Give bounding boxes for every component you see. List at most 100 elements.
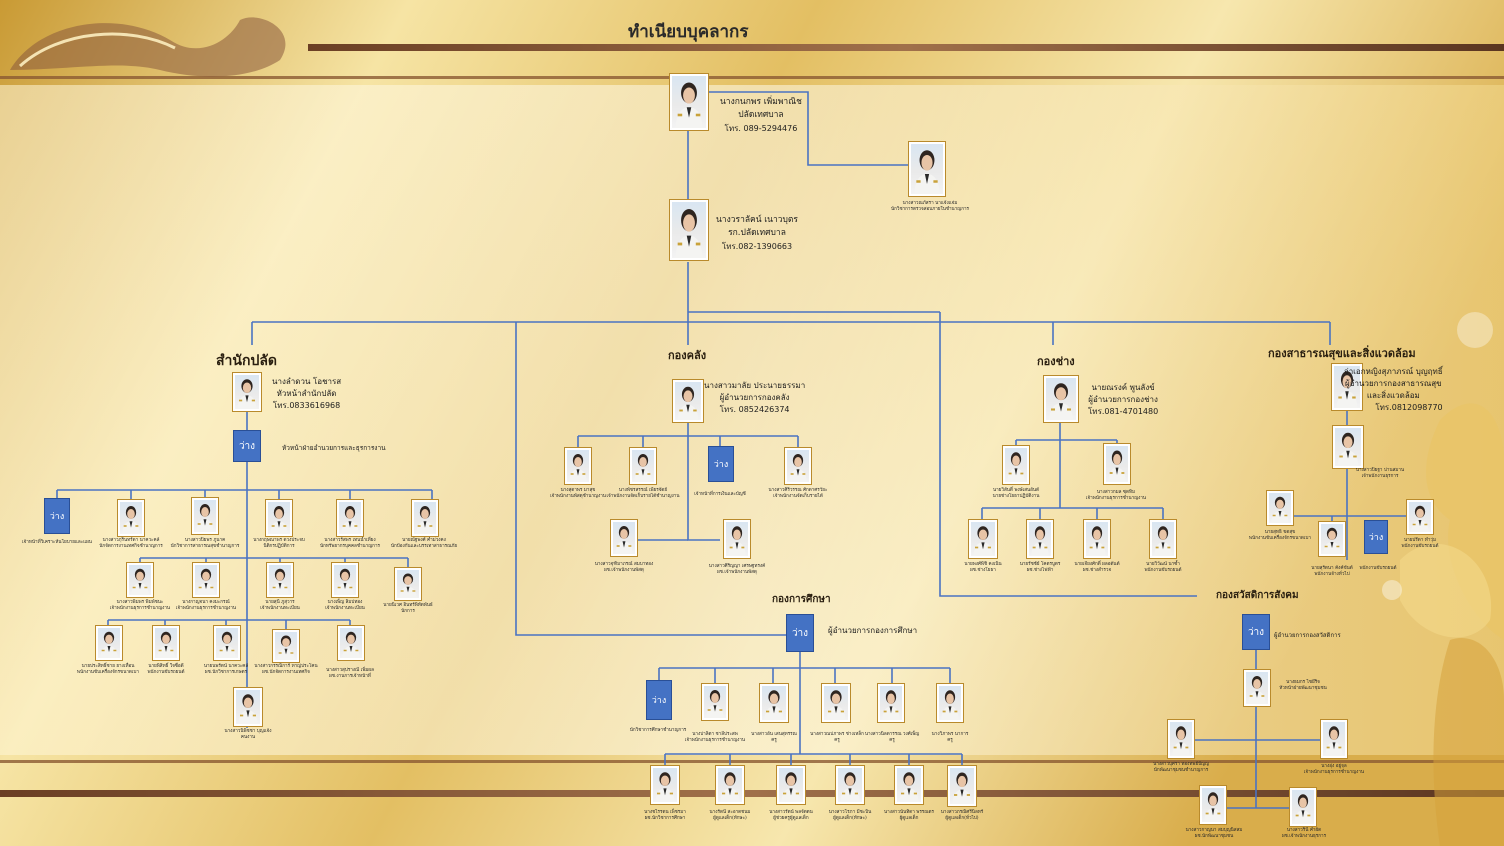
- education-row2-photo: [836, 766, 864, 804]
- office-row3-photo: [153, 626, 179, 660]
- education-title: กองการศึกษา: [772, 594, 831, 605]
- works-row1-caption: นายวิสันติ์ พงษ์เสนอันต์นายช่างโยธาปฏิบั…: [992, 488, 1040, 499]
- education-row2-photo: [895, 766, 923, 804]
- health-row2-caption: นายสุรัตนา คังค์ขันต์พนักงานจ้างทั่วไป: [1311, 566, 1353, 577]
- office-row3-photo: [96, 626, 122, 660]
- finance-row1-caption: นางสุดาพร มาสุขเจ้าพนักงานพัสดุชำนาญงาน: [550, 488, 606, 499]
- welfare-row2-caption: นางสาวรินี คำผัดผช.เจ้าพนักงานธุรการ: [1281, 828, 1327, 839]
- office-row1-caption: นางสาวปิยพร ภูนาคนักวิชาการสาธารณสุขชำนา…: [170, 538, 240, 549]
- health-sub-caption: นางสาวปิยฐา ปานสมานเจ้าพนักงานธุรการ: [1355, 468, 1405, 479]
- education-row2-photo: [777, 766, 805, 804]
- office-row2-photo: [127, 563, 153, 597]
- welfare-sub-caption: นางธมกร ไชยีริจหัวหน้าฝ่ายพัฒนาชุมชน: [1279, 680, 1327, 691]
- office-row1-photo: [118, 500, 144, 536]
- health-row1-photo: [1407, 500, 1433, 534]
- works-row2-caption: นายพงศ์พิชิ คงเนินผช.ช่างโยธา: [964, 562, 1002, 573]
- welfare-head-vacant: ว่าง: [1242, 614, 1270, 650]
- finance-title: กองคลัง: [668, 349, 707, 362]
- office-row1-caption: เจ้าหน้าที่วิเคราะห์นโยบายและแผน: [22, 540, 92, 545]
- office-row2-photo: [332, 563, 358, 597]
- education-row1-photo: [822, 684, 850, 722]
- works-head-photo: [1044, 376, 1078, 422]
- welfare-head-label: ผู้อำนวยการกองสวัสดิการ: [1274, 632, 1341, 639]
- education-row2-photo: [948, 766, 976, 806]
- finance-head-info: นางสาวมาลัย ประนายธรรมา ผู้อำนวยการกองคล…: [704, 381, 806, 414]
- top-executive-phone: โทร. 089-5294476: [724, 124, 798, 133]
- education-row2-caption: นางสาวรัตน์ พลจัตตนผู้ช่วยครูผู้ดูแลเด็ก: [769, 810, 813, 821]
- health-title: กองสาธารณสุขและสิ่งแวดล้อม: [1268, 347, 1416, 360]
- education-row1-photo: [878, 684, 904, 722]
- works-row1-photo: [1104, 444, 1130, 484]
- top-executive-name: นางกนกพร เพิ่มพาณิช: [720, 97, 802, 107]
- education-row1-caption: นางสาวอัน เสนสุทรรณครู: [751, 732, 797, 743]
- office-row2-photo: [395, 568, 421, 600]
- education-row2-caption: นางสาวโรภา มีชะบินผู้ดูแลเด็ก(ทักษะ): [828, 810, 872, 821]
- welfare-row1-photo: [1168, 720, 1194, 758]
- office-sub-vacant-label: หัวหน้าฝ่ายอำนวยการและธุรการงาน: [282, 444, 386, 452]
- finance-row1-photo: [785, 448, 811, 484]
- office-row1-caption: นายณัฐพงศ์ คำม่วงคงนักป้องกันและบรรเทาสา…: [390, 538, 458, 549]
- education-row2-caption: นางสาวนันทิดา พรรณตรผู้ดูแลเด็ก: [884, 810, 934, 821]
- health-row2-vacant: ว่าง: [1364, 520, 1388, 554]
- works-row1-photo: [1003, 446, 1029, 484]
- education-row2-photo: [716, 766, 744, 804]
- finance-row2-caption: นางสาวจุฑิมาภรณ์ สมบาทองผช.เจ้าพนักงานพั…: [594, 562, 654, 573]
- office-row3-caption: นางสาวกรรณิการ์ ทาญ่ประโคนผช.นักจัดการงา…: [254, 664, 318, 675]
- office-row1-photo: [412, 500, 438, 536]
- health-head-info: จ่าเอกหญิงสุภาภรณ์ บุญฤทธิ์ ผู้อำนวยการก…: [1344, 367, 1443, 412]
- education-row1-caption: นางวิภาพร นาการครู: [931, 732, 969, 743]
- education-row1-caption: นางปาลิตา ชาลีประสพเจ้าพนักงานธุรการชำนา…: [684, 732, 746, 743]
- finance-row2-caption: นางสาวศิริญญา เศรษฐทรงค์ผช.เจ้าพนักงานพั…: [708, 564, 766, 575]
- finance-row2-photo: [611, 520, 637, 556]
- works-row1-caption: นางสาวกมล ซุดทิมเจ้าพนักงานธุรการชำนาญงา…: [1085, 490, 1147, 501]
- welfare-row2-photo: [1200, 786, 1226, 824]
- office-row1-photo: [192, 498, 218, 534]
- office-row3-photo: [273, 630, 299, 662]
- education-row2-caption: นางชไรรดน เพ็ชรมาผช.นักวิชาการศึกษา: [644, 810, 686, 821]
- works-row2-photo: [1150, 520, 1176, 558]
- finance-row1-caption: เจ้าหน้าที่การเงินและบัญชี: [694, 492, 746, 497]
- works-row2-caption: นายวิวัฒน์ นาซ้ำพนักงานขับรถยนต์: [1144, 562, 1182, 573]
- education-row2-caption: นางรัดนี สะอาดชนมผู้ดูแลเด็ก(ทักษะ): [709, 810, 751, 821]
- education-row1-vacant: ว่าง: [646, 680, 672, 720]
- works-row2-caption: นายเจียงศักดิ์ ผลอดันต์ผช.ช่างสำรวจ: [1074, 562, 1120, 573]
- education-row1-photo: [937, 684, 963, 722]
- welfare-sub-photo: [1244, 670, 1270, 706]
- health-row2-caption: พนักงานขับรถยนต์: [1359, 566, 1397, 571]
- welfare-row1-caption: นางอุ่ง อยู่จุลเจ้าพนักงานธุรการชำนาญงาน: [1303, 764, 1365, 775]
- education-row1-caption: นางสาวนิลดารรณ วงศ์เพ็ญครู: [864, 732, 920, 743]
- office-row2-caption: นางสาวพิมพร พิมพ์ชนะเจ้าพนักงานธุรการชำน…: [109, 600, 171, 611]
- works-row2-caption: นายรัชชัย์ โคตรบูตรผช.ช่างไฟฟ้า: [1019, 562, 1061, 573]
- office-head-photo: [233, 373, 261, 411]
- welfare-row2-photo: [1290, 788, 1316, 826]
- office-row3-photo: [338, 626, 364, 660]
- office-row2-caption: นายนิเวศ อินทร์พิทัดพันธ์นักการ: [383, 603, 433, 614]
- health-row1-caption: นายสุทธิ ขดสุขพนักงานขับเครื่องจักรขนาดเ…: [1249, 530, 1311, 541]
- finance-row1-vacant: ว่าง: [708, 446, 734, 482]
- education-head-label: ผู้อำนวยการกองการศึกษา: [828, 626, 918, 635]
- education-row2-photo: [651, 766, 679, 804]
- education-row1-caption: นักวิชาการศึกษาชำนาญการ: [629, 728, 687, 733]
- top-executive-photo: [670, 74, 708, 130]
- office-sub-vacant: ว่าง: [233, 430, 261, 462]
- welfare-title: กองสวัสดิการสังคม: [1216, 590, 1299, 601]
- health-head-photo: [1332, 364, 1362, 410]
- works-row2-photo: [969, 520, 997, 558]
- page-title: ทำเนียบบุคลากร: [628, 22, 749, 42]
- finance-row1-photo: [565, 448, 591, 484]
- health-sub-photo: [1333, 426, 1363, 468]
- office-row1-caption: นางกฤษณาพร ดวงประจบนิติกรปฏิบัติการ: [253, 538, 305, 549]
- office-row4-photo: [234, 688, 262, 726]
- works-row2-photo: [1084, 520, 1110, 558]
- education-row1-photo: [760, 684, 788, 722]
- office-row1-caption: นางสาวรัสพร เทนนำเที่ยงนักทรัพยากรบุคคลช…: [319, 538, 380, 549]
- education-row1-photo: [702, 684, 728, 720]
- deputy-name: นางวราลัคน์ เนาวบุตร: [716, 215, 798, 225]
- office-row2-caption: นางกาญจนา คงมะกรณ์เจ้าพนักงานธุรการชำนาญ…: [175, 600, 237, 611]
- top-executive-position: ปลัดเทศบาล: [738, 110, 784, 120]
- deputy-photo: [670, 200, 708, 260]
- deputy-phone: โทร.082-1390663: [721, 242, 793, 251]
- office-row2-photo: [267, 563, 293, 597]
- health-row1-photo: [1267, 491, 1293, 525]
- health-row2-photo: [1319, 522, 1345, 556]
